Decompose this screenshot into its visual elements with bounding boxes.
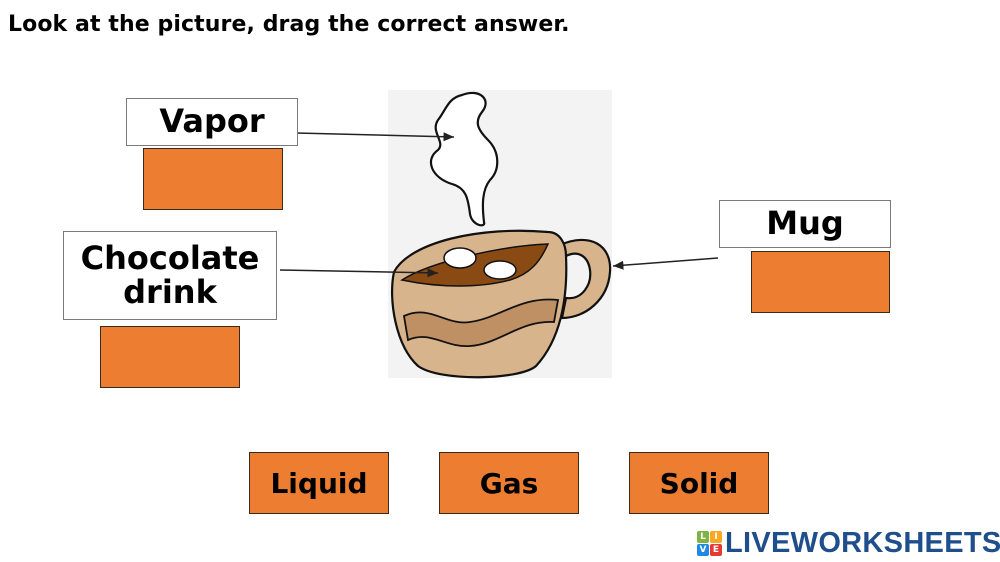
drop-zone-chocolate-drink[interactable]	[100, 326, 240, 388]
label-mug: Mug	[719, 200, 891, 248]
label-chocolate-line2: drink	[123, 272, 217, 311]
chocolate-drink-icon	[400, 243, 550, 287]
logo-tile-l: L	[697, 531, 709, 543]
logo-tile-i: I	[710, 531, 722, 543]
answer-chip-gas[interactable]: Gas	[439, 452, 579, 514]
label-chocolate-drink: Chocolate drink	[63, 231, 277, 320]
chocolate-arrow	[279, 268, 439, 278]
logo-text: LIVEWORKSHEETS	[725, 527, 1000, 559]
label-vapor: Vapor	[126, 98, 298, 146]
label-vapor-text: Vapor	[159, 102, 265, 141]
answer-chip-gas-label: Gas	[479, 466, 539, 500]
steam-icon	[429, 91, 499, 227]
answer-chip-solid-label: Solid	[659, 466, 739, 500]
liveworksheets-logo: L I V E LIVEWORKSHEETS	[697, 527, 1000, 560]
label-chocolate-line1: Chocolate	[80, 238, 260, 277]
logo-tile-e: E	[710, 544, 722, 556]
answer-chip-solid[interactable]: Solid	[629, 452, 769, 514]
drop-zone-vapor[interactable]	[143, 148, 283, 210]
logo-tile-v: V	[697, 544, 709, 556]
answer-chip-liquid-label: Liquid	[270, 466, 368, 500]
logo-tiles-icon: L I V E	[697, 531, 722, 556]
drop-zone-mug[interactable]	[751, 251, 890, 313]
instruction-title: Look at the picture, drag the correct an…	[8, 12, 570, 37]
vapor-arrow	[295, 132, 455, 142]
mug-arrow	[612, 257, 719, 270]
mug-stripe-icon	[402, 298, 560, 347]
label-mug-text: Mug	[766, 204, 844, 243]
answer-chip-liquid[interactable]: Liquid	[249, 452, 389, 514]
mug-handle-icon	[558, 238, 612, 320]
